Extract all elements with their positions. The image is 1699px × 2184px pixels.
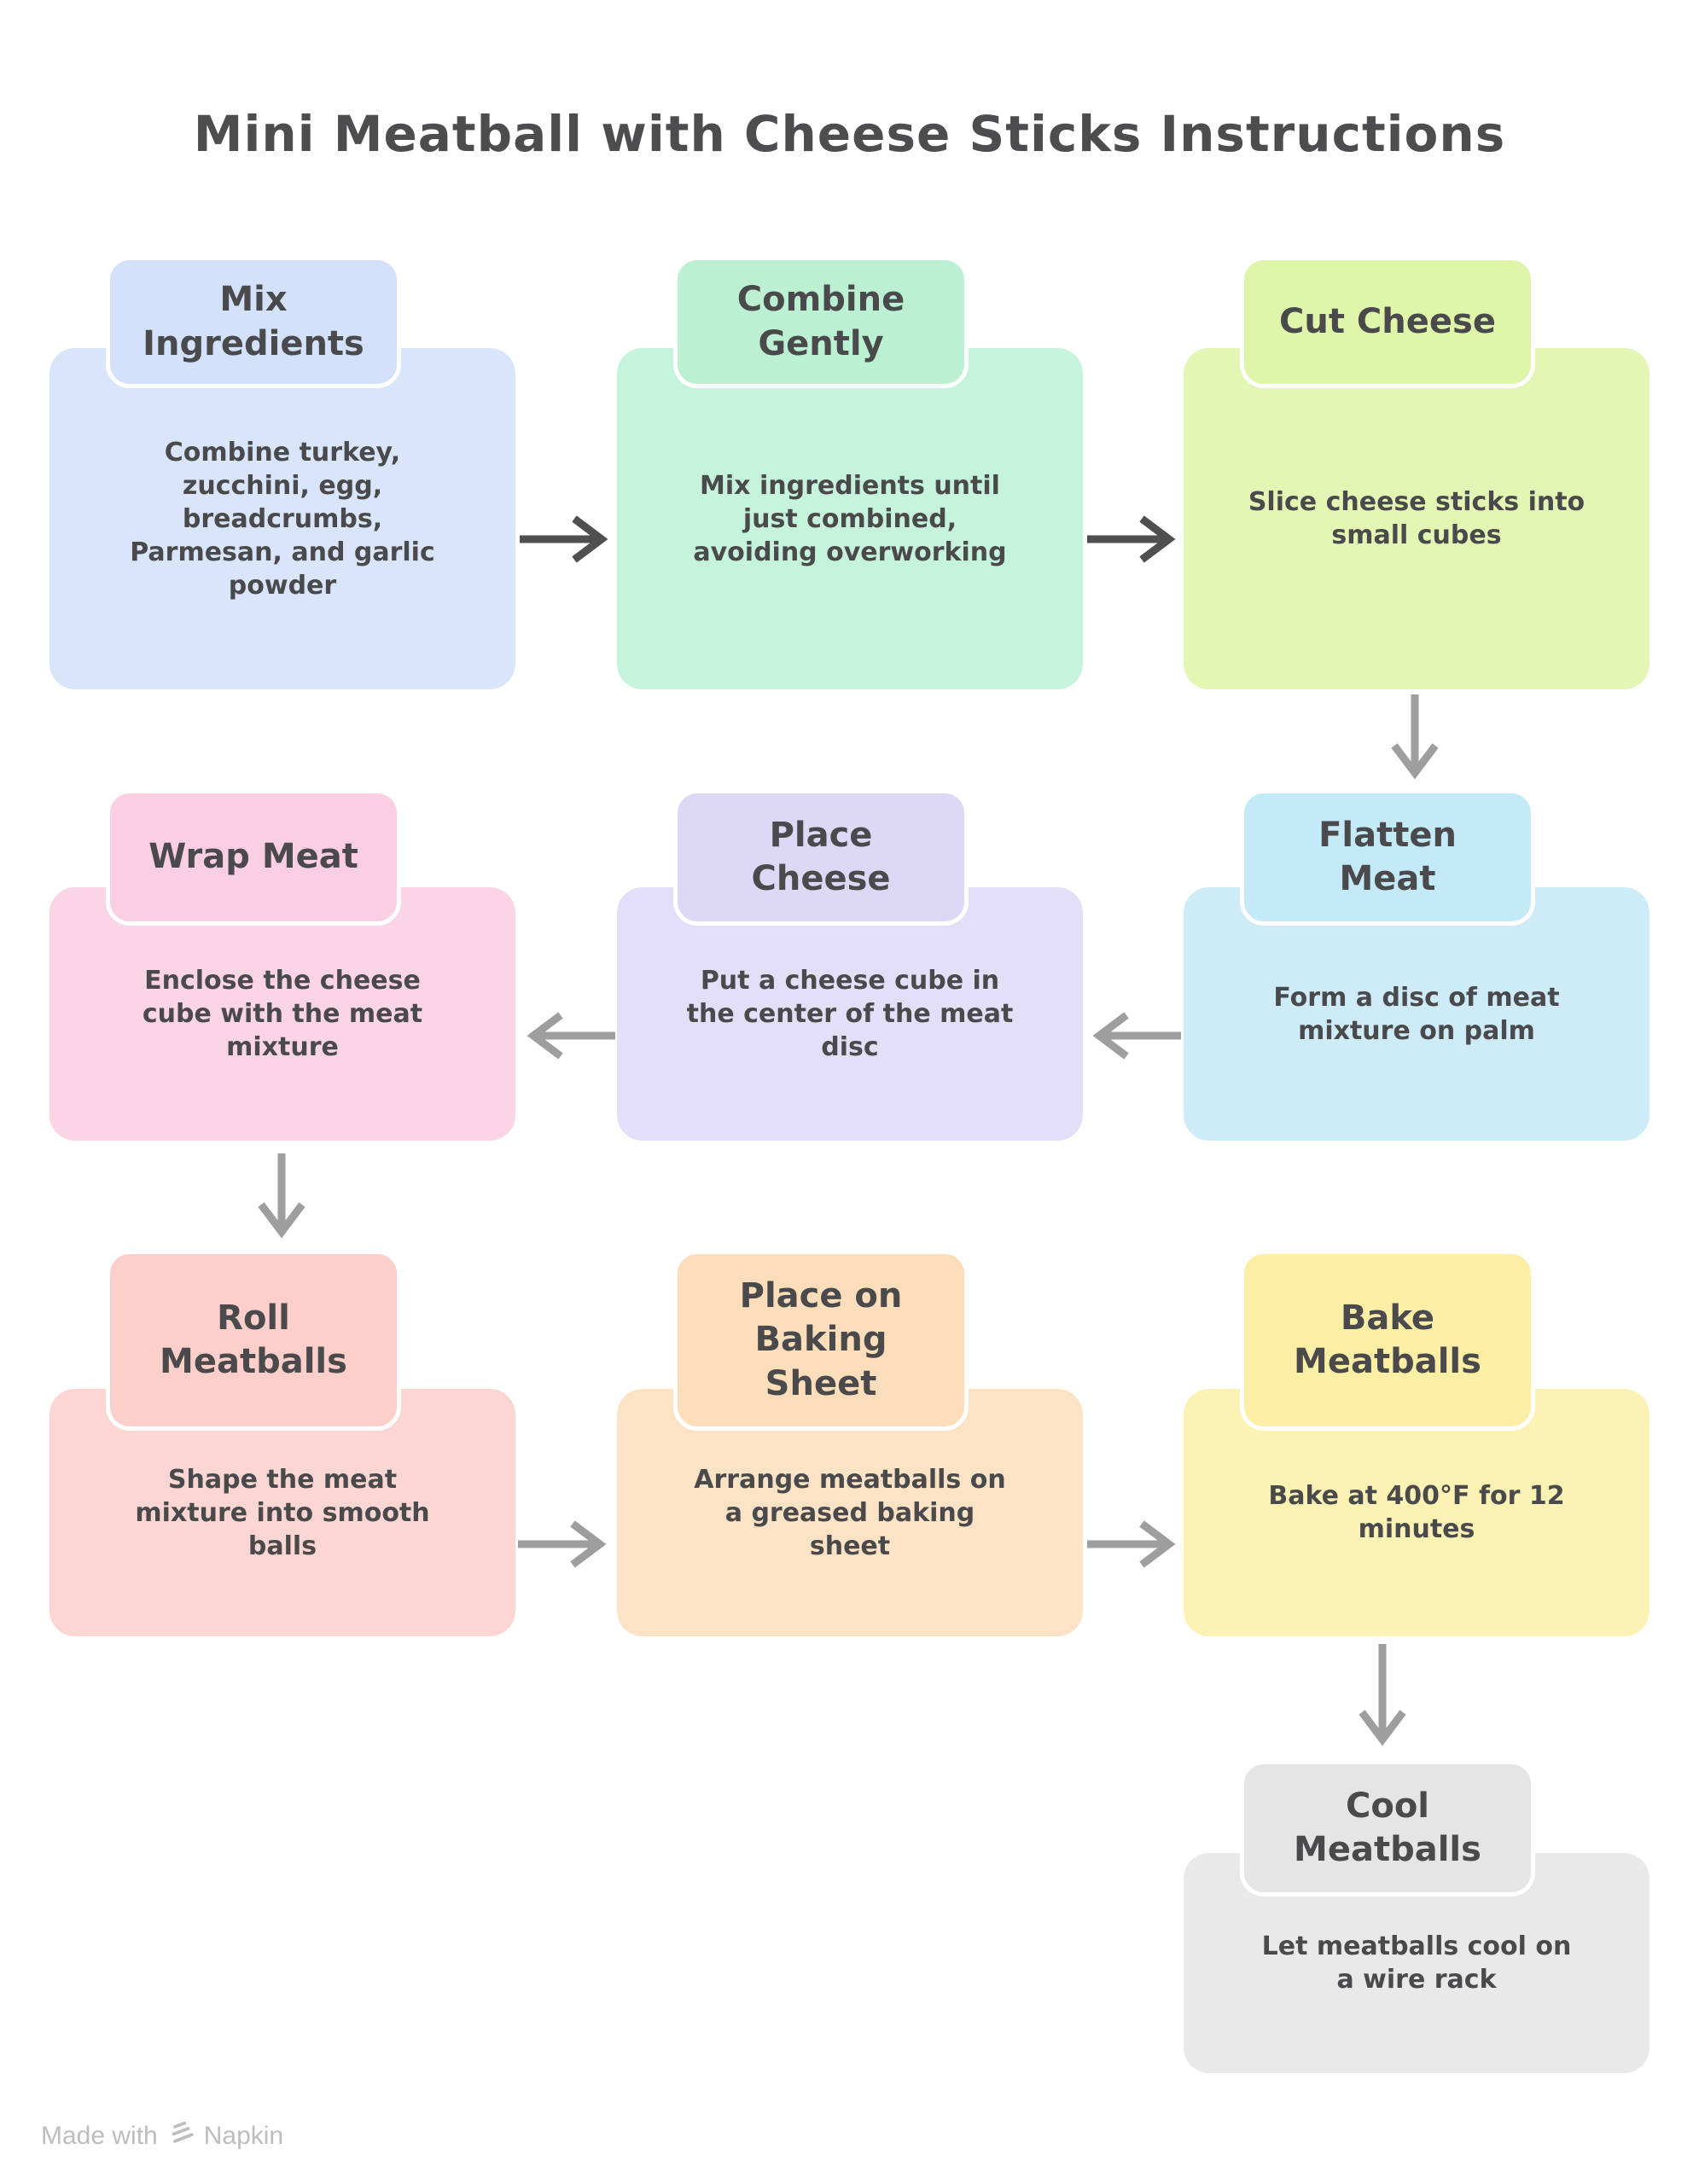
arrow-roll-meatballs-to-place-on-baking-sheet [515, 1517, 608, 1571]
step-title-tab: Roll Meatballs [106, 1250, 401, 1431]
made-with-label: Made with [41, 2122, 158, 2150]
step-title-tab: Bake Meatballs [1240, 1250, 1535, 1431]
step-description: Form a disc of meat mixture on palm [1184, 887, 1650, 1141]
step-title-tab: Place Cheese [673, 789, 969, 926]
arrow-mix-ingredients-to-combine-gently [516, 512, 610, 566]
step-title-tab: Flatten Meat [1240, 789, 1535, 926]
step-title-tab: Cut Cheese [1240, 256, 1535, 388]
arrow-flatten-meat-to-place-cheese [1091, 1008, 1184, 1063]
brand-label: Napkin [203, 2122, 284, 2150]
arrow-wrap-meat-to-roll-meatballs [254, 1150, 309, 1239]
arrow-combine-gently-to-cut-cheese [1084, 512, 1178, 566]
arrow-bake-meatballs-to-cool-meatballs [1355, 1641, 1410, 1748]
step-title-tab: Combine Gently [673, 256, 969, 388]
footer-attribution: Made with Napkin [41, 2117, 283, 2155]
step-description: Combine turkey, zucchini, egg, breadcrum… [49, 348, 515, 689]
step-description: Mix ingredients until just combined, avo… [617, 348, 1083, 689]
diagram-title: Mini Meatball with Cheese Sticks Instruc… [193, 105, 1506, 163]
step-description: Slice cheese sticks into small cubes [1184, 348, 1650, 689]
arrow-cut-cheese-to-flatten-meat [1388, 691, 1442, 780]
napkin-logo-icon [166, 2118, 195, 2154]
arrow-place-cheese-to-wrap-meat [525, 1008, 619, 1063]
step-title-tab: Wrap Meat [106, 789, 401, 926]
step-title-tab: Place on Baking Sheet [673, 1250, 969, 1431]
arrow-place-on-baking-sheet-to-bake-meatballs [1084, 1517, 1178, 1571]
step-description: Put a cheese cube in the center of the m… [617, 887, 1083, 1141]
step-description: Enclose the cheese cube with the meat mi… [49, 887, 515, 1141]
step-title-tab: Mix Ingredients [106, 256, 401, 388]
step-title-tab: Cool Meatballs [1240, 1760, 1535, 1896]
